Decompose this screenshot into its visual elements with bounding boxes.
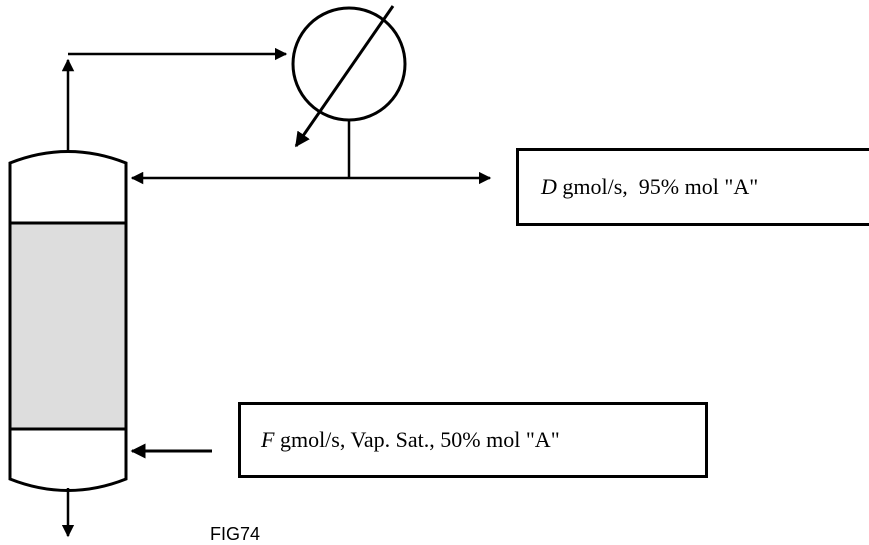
feed-symbol: F <box>261 427 275 452</box>
figure-label: FIG74 <box>210 524 261 544</box>
distillate-stream-box: D gmol/s, 95% mol "A" <box>516 148 869 226</box>
condenser-utility-arrow <box>294 5 395 148</box>
feed-spec: gmol/s, Vap. Sat., 50% mol "A" <box>274 427 560 452</box>
distillate-symbol: D <box>541 174 557 199</box>
condenser <box>291 6 407 122</box>
packed-section <box>11 223 125 429</box>
distillate-spec: gmol/s, 95% mol "A" <box>556 174 759 199</box>
feed-stream-box: F gmol/s, Vap. Sat., 50% mol "A" <box>238 402 708 478</box>
